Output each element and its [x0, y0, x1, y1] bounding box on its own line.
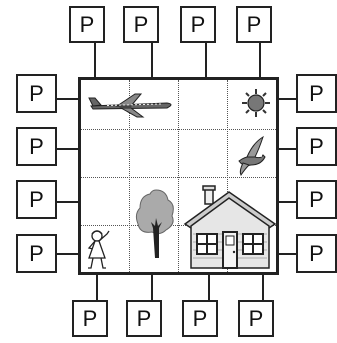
right-box-label: P: [309, 80, 324, 106]
right-box-label: P: [309, 133, 324, 159]
top-box-4: P: [236, 6, 272, 43]
right-box-label: P: [309, 186, 324, 212]
left-connector-4: [57, 253, 79, 255]
top-box-2: P: [123, 6, 159, 43]
right-connector-2: [278, 148, 297, 150]
bottom-box-4: P: [238, 300, 274, 337]
bottom-box-2: P: [126, 300, 162, 337]
left-box-3: P: [16, 180, 57, 219]
grid-line: [129, 80, 130, 272]
bottom-box-label: P: [192, 305, 208, 331]
picture-grid-board: [78, 77, 279, 275]
bottom-box-label: P: [136, 305, 152, 331]
bird-icon: [238, 135, 266, 176]
top-connector-2: [151, 43, 153, 78]
left-box-2: P: [16, 127, 57, 166]
left-box-label: P: [29, 240, 44, 266]
right-box-1: P: [296, 74, 337, 113]
bottom-box-label: P: [248, 305, 264, 331]
grid-line: [81, 129, 276, 130]
house-icon: [183, 185, 277, 269]
bottom-connector-4: [262, 274, 264, 301]
left-box-label: P: [29, 133, 44, 159]
girl-icon: [87, 230, 110, 269]
left-box-label: P: [29, 80, 44, 106]
sun-icon: [242, 89, 270, 117]
bottom-box-3: P: [182, 300, 218, 337]
bottom-box-label: P: [82, 305, 98, 331]
top-connector-3: [205, 43, 207, 78]
bottom-connector-2: [151, 274, 153, 301]
top-connector-4: [259, 43, 261, 78]
top-box-3: P: [180, 6, 216, 43]
right-box-2: P: [296, 127, 337, 166]
left-box-label: P: [29, 186, 44, 212]
top-box-label: P: [246, 11, 262, 37]
airplane-icon: [88, 93, 172, 118]
top-box-label: P: [190, 11, 206, 37]
left-box-4: P: [16, 234, 57, 273]
left-box-1: P: [16, 74, 57, 113]
left-connector-2: [57, 148, 79, 150]
right-connector-1: [278, 98, 297, 100]
top-box-1: P: [69, 6, 105, 43]
top-connector-1: [94, 43, 96, 78]
grid-line: [178, 80, 179, 272]
grid-line: [81, 225, 276, 226]
bottom-box-1: P: [72, 300, 108, 337]
tree-icon: [135, 189, 174, 258]
left-connector-1: [57, 98, 79, 100]
bottom-connector-1: [96, 274, 98, 301]
right-box-label: P: [309, 240, 324, 266]
right-connector-4: [278, 253, 297, 255]
grid-line: [81, 177, 276, 178]
grid-line: [227, 80, 228, 272]
right-box-4: P: [296, 234, 337, 273]
top-box-label: P: [79, 11, 95, 37]
right-box-3: P: [296, 180, 337, 219]
right-connector-3: [278, 201, 297, 203]
bottom-connector-3: [208, 274, 210, 301]
top-box-label: P: [133, 11, 149, 37]
left-connector-3: [57, 201, 79, 203]
